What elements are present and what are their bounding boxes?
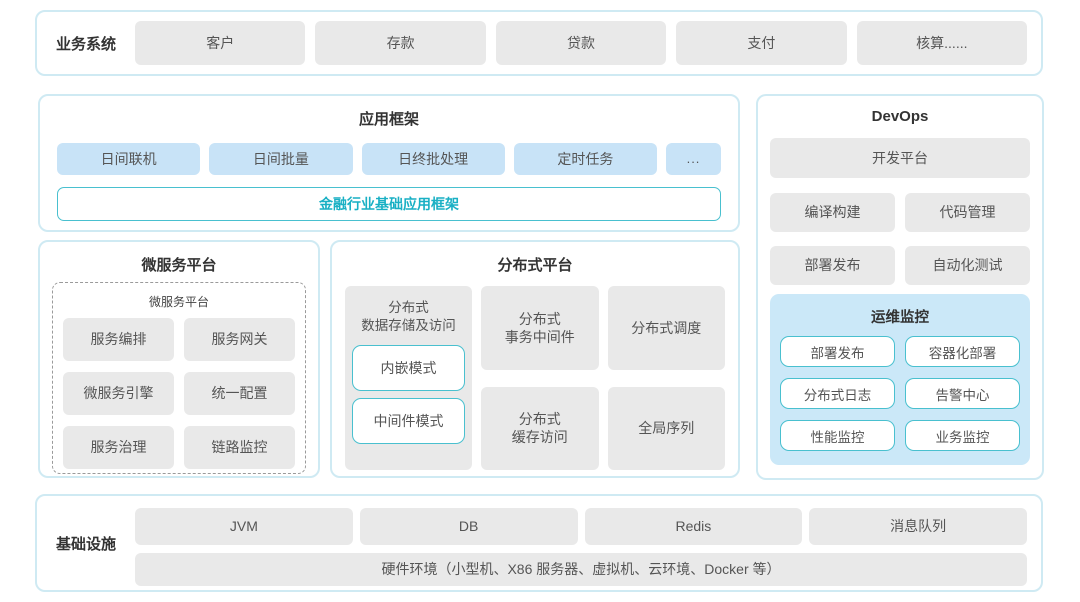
- infra-redis: Redis: [584, 508, 803, 545]
- ms-microservice-engine: 微服务引擎: [63, 372, 174, 415]
- distributed-section: 分布式平台 分布式 数据存储及访问 内嵌模式 中间件模式 分布式 事务中间件 分…: [330, 240, 740, 478]
- microservice-section: 微服务平台 微服务平台 服务编排 服务网关 微服务引擎 统一配置 服务治理 链路…: [38, 240, 320, 478]
- business-system-customer: 客户: [135, 21, 306, 65]
- infrastructure-label: 基础设施: [55, 536, 116, 553]
- microservice-grid: 服务编排 服务网关 微服务引擎 统一配置 服务治理 链路监控: [63, 318, 295, 469]
- devops-section: DevOps 开发平台 编译构建 代码管理 部署发布 自动化测试 运维监控 部署…: [756, 94, 1044, 480]
- devops-automated-testing: 自动化测试: [905, 246, 1030, 285]
- ms-service-gateway: 服务网关: [184, 318, 295, 361]
- infra-db: DB: [359, 508, 578, 545]
- af-dayend-batch: 日终批处理: [361, 143, 505, 175]
- global-sequence: 全局序列: [607, 386, 725, 470]
- ops-business-monitoring: 业务监控: [905, 420, 1020, 451]
- infra-hardware-environment: 硬件环境（小型机、X86 服务器、虚拟机、云环境、Docker 等）: [135, 553, 1027, 586]
- distributed-transaction-middleware: 分布式 事务中间件: [481, 286, 599, 370]
- distributed-cache-access: 分布式 缓存访问: [481, 386, 599, 470]
- devops-dev-platform: 开发平台: [770, 138, 1030, 178]
- devops-title: DevOps: [871, 108, 929, 125]
- distributed-storage-box: 分布式 数据存储及访问 内嵌模式 中间件模式: [345, 286, 472, 470]
- microservice-title: 微服务平台: [141, 257, 217, 274]
- ops-monitoring-title: 运维监控: [871, 310, 929, 326]
- distributed-middle-column: 分布式 事务中间件 分布式 缓存访问: [481, 286, 599, 470]
- af-daytime-online: 日间联机: [57, 143, 201, 175]
- devops-grid: 编译构建 代码管理 部署发布 自动化测试: [770, 193, 1030, 285]
- distributed-body: 分布式 数据存储及访问 内嵌模式 中间件模式 分布式 事务中间件 分布式 缓存访…: [345, 286, 725, 470]
- ops-alert-center: 告警中心: [905, 378, 1020, 409]
- ops-monitoring-grid: 部署发布 容器化部署 分布式日志 告警中心 性能监控 业务监控: [780, 336, 1020, 451]
- business-system-payment: 支付: [676, 21, 847, 65]
- microservice-inner-box: 微服务平台 服务编排 服务网关 微服务引擎 统一配置 服务治理 链路监控: [52, 282, 306, 474]
- distributed-storage-title: 分布式 数据存储及访问: [361, 300, 456, 334]
- ops-container-deploy: 容器化部署: [905, 336, 1020, 367]
- business-system-accounting: 核算......: [856, 21, 1028, 65]
- distributed-right-column: 分布式调度 全局序列: [607, 286, 725, 470]
- ops-distributed-logs: 分布式日志: [780, 378, 895, 409]
- distributed-scheduling: 分布式调度: [607, 286, 725, 370]
- business-system-deposit: 存款: [315, 21, 486, 65]
- ops-deploy-release: 部署发布: [780, 336, 895, 367]
- microservice-inner-title: 微服务平台: [148, 295, 209, 309]
- infrastructure-section: 基础设施 JVM DB Redis 消息队列 硬件环境（小型机、X86 服务器、…: [35, 494, 1043, 592]
- infra-message-queue: 消息队列: [809, 508, 1027, 545]
- ops-performance-monitoring: 性能监控: [780, 420, 895, 451]
- app-framework-title: 应用框架: [358, 111, 419, 128]
- af-daytime-batch: 日间批量: [209, 143, 353, 175]
- ms-trace-monitoring: 链路监控: [184, 426, 295, 469]
- devops-deploy-release: 部署发布: [770, 246, 895, 285]
- storage-middleware-mode: 中间件模式: [352, 398, 465, 445]
- app-framework-row: 日间联机 日间批量 日终批处理 定时任务 ...: [57, 143, 721, 175]
- business-system-loan: 贷款: [495, 21, 667, 65]
- ms-service-governance: 服务治理: [63, 426, 174, 469]
- distributed-title: 分布式平台: [497, 257, 573, 274]
- storage-embedded-mode: 内嵌模式: [352, 345, 465, 392]
- devops-compile-build: 编译构建: [770, 193, 895, 232]
- devops-code-management: 代码管理: [905, 193, 1030, 232]
- business-systems-label: 业务系统: [55, 35, 116, 53]
- infra-jvm: JVM: [135, 508, 353, 545]
- app-framework-section: 应用框架 日间联机 日间批量 日终批处理 定时任务 ... 金融行业基础应用框架: [38, 94, 740, 232]
- af-base-framework: 金融行业基础应用框架: [57, 187, 721, 221]
- infrastructure-body: JVM DB Redis 消息队列 硬件环境（小型机、X86 服务器、虚拟机、云…: [135, 508, 1027, 590]
- infrastructure-row: JVM DB Redis 消息队列: [135, 508, 1027, 545]
- ms-unified-config: 统一配置: [184, 372, 295, 415]
- ms-service-orchestration: 服务编排: [63, 318, 174, 361]
- af-scheduled-tasks: 定时任务: [513, 143, 657, 175]
- business-systems-section: 业务系统 客户 存款 贷款 支付 核算......: [35, 10, 1043, 76]
- ops-monitoring-panel: 运维监控 部署发布 容器化部署 分布式日志 告警中心 性能监控 业务监控: [770, 294, 1030, 465]
- af-more: ...: [666, 143, 721, 175]
